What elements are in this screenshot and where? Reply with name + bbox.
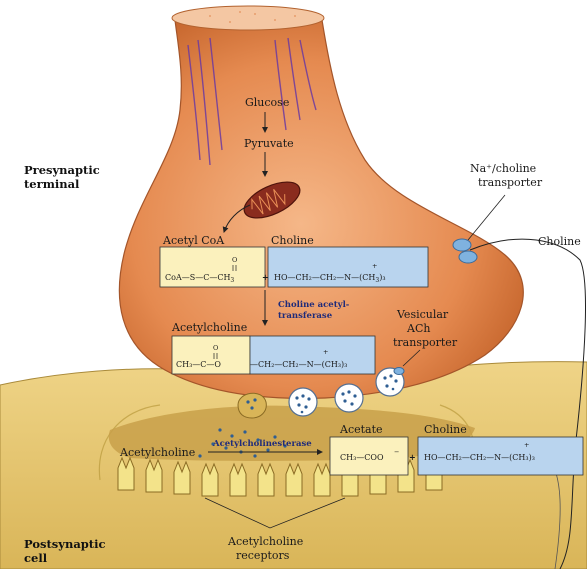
enzyme-synth-label-1: Choline acetyl- [278,300,350,310]
axon-cut-surface [172,6,324,30]
pyruvate-label: Pyruvate [244,137,294,150]
postsynaptic-label-2: cell [24,551,48,565]
choline-top-charge: + [372,262,377,270]
plus-sign-bottom: + [409,452,416,462]
acetyl-coa-carbonyl: O [232,256,237,264]
acetylcholine-top-label: Acetylcholine [171,321,247,334]
presynaptic-label-2: terminal [24,177,80,191]
choline-bottom-formula: HO—CH₂—CH₂—N—(CH₃)₃ [424,453,535,462]
ach-carbonyl: O [213,344,218,352]
enzyme-synth-label-2: transferase [278,311,333,321]
choline-top-label: Choline [271,234,314,247]
vesicular-ach-transporter [394,368,404,375]
ach-charge: + [323,348,328,356]
enzyme-break-label: Acetylcholinesterase [212,439,312,449]
presynaptic-label-1: Presynaptic [24,163,100,177]
acetate-formula: CH₃—COO [340,453,384,462]
choline-bottom-charge: + [524,441,529,449]
vesicular-label-2: ACh [406,322,430,335]
postsynaptic-label-1: Postsynaptic [24,537,106,551]
plus-sign-top: + [262,272,269,282]
exocytosis-vesicle [238,393,266,418]
choline-outside-label: Choline [538,235,581,248]
ach-formula-left: CH₃—C—O [176,360,221,369]
na-transporter-label-2: transporter [478,176,543,189]
vesicle [335,384,363,412]
ach-formula-right: —CH₂—CH₂—N—(CH₃)₃ [250,360,347,369]
glucose-label: Glucose [245,96,289,109]
acetate-label: Acetate [339,423,383,436]
receptors-label-2: receptors [236,549,290,562]
na-transporter-label-1: Na⁺/choline [470,162,536,175]
receptors-label-1: Acetylcholine [227,535,303,548]
acetate-charge: − [394,448,399,456]
vesicular-label-3: transporter [393,336,458,349]
pointer-na-transporter [468,195,505,240]
vesicular-label-1: Vesicular [396,308,449,321]
acetylcholine-cleft-label: Acetylcholine [119,446,195,459]
acetyl-coa-label: Acetyl CoA [162,234,225,247]
choline-bottom-label: Choline [424,423,467,436]
